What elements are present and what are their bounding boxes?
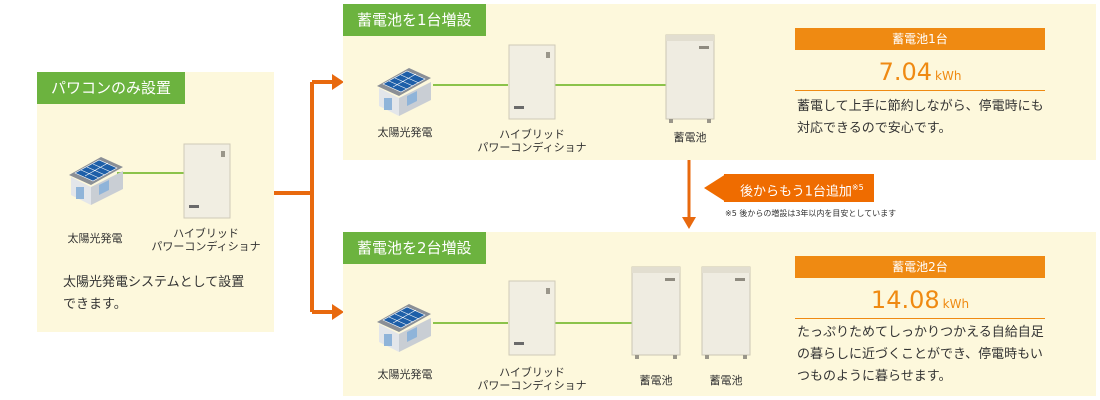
- top-panel: 蓄電池を1台増設 太陽光発電 ハイブリッド パワーコンディショナ 蓄電池 蓄電池…: [343, 4, 1096, 160]
- left-description-line-2: できます。: [63, 297, 127, 312]
- inverter-label-2: パワーコンディショナ: [151, 240, 261, 253]
- capacity-unit: kWh: [942, 297, 970, 311]
- inverter-icon: [183, 143, 231, 219]
- bottom-panel: 蓄電池を2台増設 太陽光発電 ハイブリッド パワーコンディショナ: [343, 232, 1096, 396]
- inverter-label-1: ハイブリッド: [499, 366, 565, 379]
- connection-line: [433, 84, 668, 86]
- left-panel-title: パワコンのみ設置: [37, 72, 186, 104]
- capacity-title: 蓄電池2台: [795, 256, 1045, 278]
- house-solar-icon: [377, 68, 431, 116]
- bottom-description-line-2: の暮らしに近づくことができ、停電時もい: [797, 347, 1043, 362]
- capacity-number: 14.08: [870, 286, 940, 314]
- capacity-unit: kWh: [935, 69, 962, 83]
- inverter-icon: [508, 44, 556, 120]
- inverter-label-2: パワーコンディショナ: [477, 141, 587, 154]
- house-solar-icon: [377, 304, 431, 352]
- callout-mark: ※5: [851, 183, 864, 192]
- callout-pointer: [704, 174, 726, 202]
- inverter-icon: [508, 280, 556, 356]
- add-battery-callout: 後からもう1台追加※5: [724, 174, 874, 202]
- left-panel: パワコンのみ設置 太陽光発電 ハイブリッド パワーコンディショナ 太陽光発電シス…: [37, 72, 274, 332]
- top-panel-title: 蓄電池を1台増設: [343, 4, 486, 36]
- capacity-divider: [795, 318, 1045, 319]
- house-solar-icon: [69, 157, 123, 205]
- solar-label: 太陽光発電: [67, 232, 123, 245]
- battery-label-1: 蓄電池: [639, 374, 673, 387]
- bottom-description-line-1: たっぷりためてしっかりつかえる自給自足: [797, 325, 1044, 340]
- battery-label: 蓄電池: [673, 131, 707, 144]
- left-description-line-1: 太陽光発電システムとして設置: [63, 275, 245, 290]
- callout-text: 後からもう1台追加: [740, 184, 852, 200]
- battery-icon-2: [701, 266, 751, 359]
- solar-label: 太陽光発電: [377, 368, 433, 381]
- footnote: ※5 後からの増設は3年以内を目安としています: [725, 209, 897, 218]
- inverter-label-1: ハイブリッド: [499, 128, 565, 141]
- bottom-panel-title: 蓄電池を2台増設: [343, 232, 486, 264]
- capacity-number: 7.04: [878, 58, 932, 86]
- inverter-label-1: ハイブリッド: [173, 227, 239, 240]
- capacity-divider: [795, 90, 1045, 91]
- solar-label: 太陽光発電: [377, 126, 433, 139]
- top-description-line-2: 対応できるので安心です。: [797, 121, 952, 136]
- inverter-label-2: パワーコンディショナ: [477, 379, 587, 392]
- battery-icon: [665, 34, 715, 123]
- connection-line: [117, 172, 185, 174]
- battery-label-2: 蓄電池: [709, 374, 743, 387]
- top-description-line-1: 蓄電して上手に節約しながら、停電時にも: [797, 99, 1044, 114]
- capacity-title: 蓄電池1台: [795, 28, 1045, 50]
- bottom-description-line-3: つものように暮らせます。: [797, 369, 952, 384]
- connection-line: [433, 322, 635, 324]
- battery-icon-1: [631, 266, 681, 359]
